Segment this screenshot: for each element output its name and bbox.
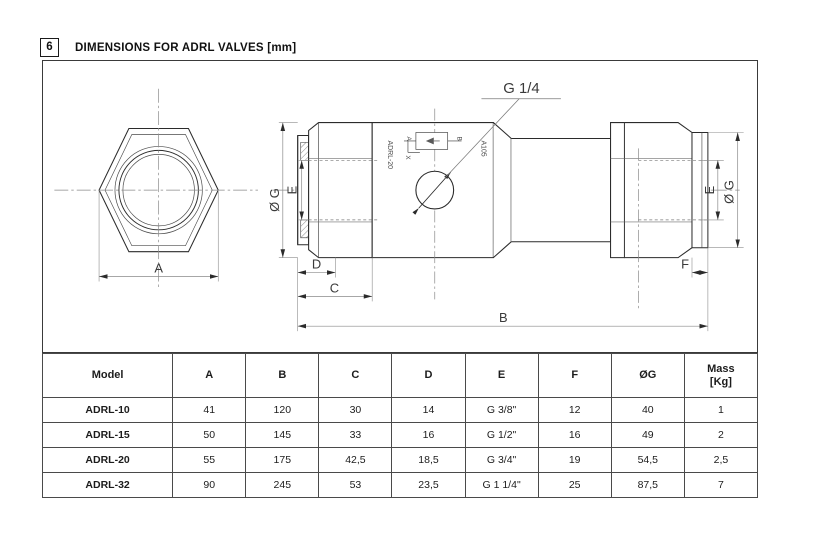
gauge-port-leader — [412, 171, 451, 215]
symbol-port-b-label: B — [456, 136, 463, 140]
cell-a: 41 — [172, 397, 247, 423]
cell-c: 53 — [318, 472, 393, 498]
dimensions-table: Model A B C D E F ØG Mass [Kg] ADRL-10 4… — [41, 353, 759, 498]
cell-b: 245 — [245, 472, 320, 498]
section-number-badge: 6 — [40, 38, 59, 57]
body-marking-material: A105 — [479, 140, 486, 156]
cell-f: 16 — [537, 422, 612, 448]
column-header-e: E — [464, 353, 539, 398]
cell-f: 19 — [537, 447, 612, 473]
thread-callout-label: G 1/4 — [503, 81, 539, 97]
cell-e: G 1/2" — [464, 422, 539, 448]
column-header-model: Model — [41, 353, 174, 398]
dim-e-left-label: E — [285, 185, 300, 194]
page-header: 6 DIMENSIONS FOR ADRL VALVES [mm] — [40, 38, 296, 57]
symbol-port-x-label: X — [404, 155, 411, 160]
reduced-cylinder — [511, 137, 612, 243]
table-row: ADRL-15 50 145 33 16 G 1/2" 16 49 2 — [41, 422, 759, 448]
dim-g-left-label: Ø G — [267, 188, 282, 212]
cell-c: 33 — [318, 422, 393, 448]
valve-technical-drawing: A — [54, 81, 744, 332]
cell-model: ADRL-10 — [41, 397, 174, 423]
cell-b: 175 — [245, 447, 320, 473]
dim-g-right-label: Ø G — [722, 180, 737, 204]
cell-model: ADRL-20 — [41, 447, 174, 473]
dim-d-label: D — [312, 257, 321, 272]
cell-c: 42,5 — [318, 447, 393, 473]
column-header-c: C — [318, 353, 393, 398]
cell-model: ADRL-15 — [41, 422, 174, 448]
symbol-port-a-label: A — [405, 136, 412, 141]
dim-f-label: F — [681, 257, 689, 272]
cell-b: 120 — [245, 397, 320, 423]
cell-g: 54,5 — [610, 447, 685, 473]
table-row: ADRL-20 55 175 42,5 18,5 G 3/4" 19 54,5 … — [41, 447, 759, 473]
cell-mass: 2,5 — [683, 447, 759, 473]
page-title: DIMENSIONS FOR ADRL VALVES [mm] — [75, 41, 297, 54]
body-marking-model: ADRL-20 — [386, 140, 393, 169]
cell-mass: 2 — [683, 422, 759, 448]
cell-a: 90 — [172, 472, 247, 498]
cell-c: 30 — [318, 397, 393, 423]
cell-d: 14 — [391, 397, 466, 423]
column-header-d: D — [391, 353, 466, 398]
cell-a: 50 — [172, 422, 247, 448]
internal-bore-hidden-lines — [308, 159, 378, 221]
cell-a: 55 — [172, 447, 247, 473]
cell-mass: 7 — [683, 472, 759, 498]
left-view-centerlines — [54, 88, 258, 288]
dim-a-extension-lines — [98, 190, 219, 282]
column-header-f: F — [537, 353, 612, 398]
table-row: ADRL-32 90 245 53 23,5 G 1 1/4" 25 87,5 … — [41, 472, 759, 498]
cell-model: ADRL-32 — [41, 472, 174, 498]
cell-g: 87,5 — [610, 472, 685, 498]
table-body: ADRL-10 41 120 30 14 G 3/8" 12 40 1 ADRL… — [41, 397, 759, 498]
left-hex-nut — [308, 122, 373, 259]
dim-a-label: A — [154, 261, 163, 276]
table-header-row: Model A B C D E F ØG Mass [Kg] — [41, 353, 759, 398]
cell-e: G 1 1/4" — [464, 472, 539, 498]
dim-c-label: C — [330, 280, 339, 295]
cell-d: 16 — [391, 422, 466, 448]
bottom-extension-lines — [297, 247, 709, 332]
column-header-a: A — [172, 353, 247, 398]
right-hex-nut — [610, 122, 693, 259]
column-header-mass: Mass [Kg] — [683, 353, 759, 398]
column-header-mass-line2: [Kg] — [709, 375, 732, 388]
column-header-b: B — [245, 353, 320, 398]
cell-g: 49 — [610, 422, 685, 448]
cell-e: G 3/8" — [464, 397, 539, 423]
cell-mass: 1 — [683, 397, 759, 423]
cell-d: 23,5 — [391, 472, 466, 498]
cell-b: 145 — [245, 422, 320, 448]
dim-b-label: B — [499, 310, 508, 325]
right-bore-hidden-lines — [638, 159, 708, 221]
column-header-g: ØG — [610, 353, 685, 398]
cell-f: 25 — [537, 472, 612, 498]
cell-e: G 3/4" — [464, 447, 539, 473]
column-header-mass-line1: Mass — [707, 362, 735, 375]
check-valve-symbol — [403, 132, 462, 153]
thread-callout-leader — [444, 98, 561, 179]
cell-g: 40 — [610, 397, 685, 423]
technical-drawing-frame: A — [42, 60, 758, 353]
dim-e-right-label: E — [702, 185, 717, 194]
cell-f: 12 — [537, 397, 612, 423]
cell-d: 18,5 — [391, 447, 466, 473]
table-row: ADRL-10 41 120 30 14 G 3/8" 12 40 1 — [41, 397, 759, 423]
